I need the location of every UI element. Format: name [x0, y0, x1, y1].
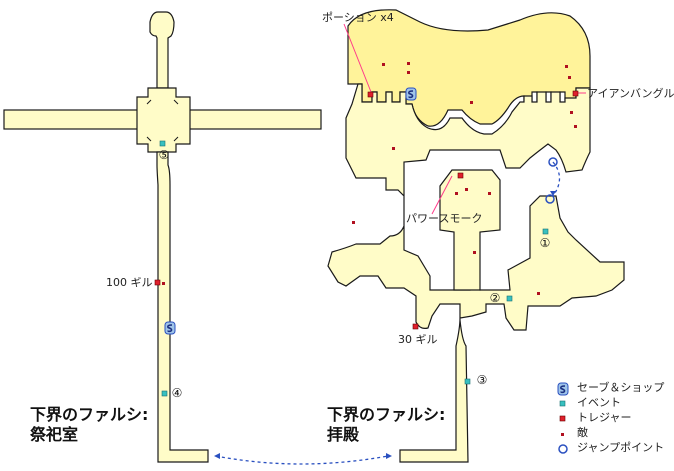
leader-lines	[343, 23, 586, 215]
jump-links	[215, 161, 561, 465]
save-point-shrine	[164, 321, 176, 335]
enemy-dot	[407, 71, 410, 74]
area-title-shrine-line1: 下界のファルシ:	[30, 405, 149, 424]
jump-point	[548, 157, 558, 167]
map-legend: セーブ＆ショップ イベント トレジャー 敵 ジャンプポイント	[557, 381, 673, 456]
jump-point	[545, 194, 555, 204]
legend-jump-point: ジャンプポイント	[557, 441, 673, 456]
save-points	[164, 87, 417, 335]
treasure-iron-bangle	[572, 90, 579, 97]
event-point	[159, 140, 166, 147]
treasure-100-gil	[154, 279, 161, 286]
legend-event: イベント	[557, 396, 673, 411]
shrine-top-room	[149, 11, 175, 89]
legend-treasure-label: トレジャー	[577, 411, 632, 424]
legend-treasure: トレジャー	[557, 411, 673, 426]
enemy-dot	[537, 292, 540, 295]
enemies	[162, 62, 577, 295]
label-30-gil: 30 ギル	[398, 333, 438, 346]
legend-save-shop-label: セーブ＆ショップ	[577, 381, 665, 394]
marker-4: ④	[171, 386, 183, 400]
label-potion: ポーション x4	[322, 11, 394, 24]
event-point	[542, 228, 549, 235]
save-point-hall	[405, 87, 417, 101]
hall-lower-floor	[327, 83, 625, 463]
treasures	[154, 90, 579, 330]
event-point	[464, 378, 471, 385]
legend-save-icon	[557, 382, 569, 396]
legend-treasure-icon	[559, 415, 566, 422]
treasure-power-smoke	[457, 172, 464, 179]
area-title-hall-line2: 拝殿	[327, 425, 360, 444]
treasure-30-gil	[412, 323, 419, 330]
event-point	[161, 390, 168, 397]
enemy-dot	[407, 62, 410, 65]
area-title-shrine-line2: 祭祀室	[30, 425, 79, 444]
jump-link-arrowheads	[214, 191, 556, 459]
area-title-hall: 下界のファルシ: 拝殿	[327, 405, 445, 445]
hub-decor	[146, 99, 179, 142]
jump-points	[545, 157, 558, 204]
shrine-hub	[136, 87, 191, 153]
marker-5: ⑤	[158, 148, 170, 162]
area-title-hall-line1: 下界のファルシ:	[327, 405, 446, 424]
shrine-map	[3, 11, 322, 463]
jump-link-hall	[552, 161, 561, 197]
enemy-dot	[574, 125, 577, 128]
legend-event-label: イベント	[577, 396, 621, 409]
events	[159, 140, 549, 397]
marker-1: ①	[539, 236, 551, 250]
legend-jump-point-label: ジャンプポイント	[577, 441, 665, 454]
legend-icons	[557, 382, 569, 454]
hall-central-room	[439, 169, 501, 291]
legend-enemy: 敵	[557, 426, 673, 441]
legend-event-icon	[559, 400, 566, 407]
enemy-dot	[392, 147, 395, 150]
enemy-dot	[570, 111, 573, 114]
enemy-dot	[382, 63, 385, 66]
legend-jump-icon	[558, 444, 568, 454]
label-power-smoke: パワースモーク	[406, 212, 483, 225]
enemy-dot	[568, 76, 571, 79]
label-iron-bangle: アイアンバングル	[587, 87, 674, 100]
enemy-dot	[352, 221, 355, 224]
area-title-shrine: 下界のファルシ: 祭祀室	[30, 405, 148, 445]
marker-2: ②	[489, 291, 501, 305]
treasure-potion	[367, 91, 374, 98]
legend-enemy-icon	[561, 433, 564, 436]
enemy-dot	[470, 101, 473, 104]
marker-3: ③	[476, 373, 488, 387]
enemy-dot	[565, 65, 568, 68]
enemy-dot	[162, 282, 165, 285]
event-point	[506, 295, 513, 302]
legend-enemy-label: 敵	[577, 426, 588, 439]
legend-save-shop: セーブ＆ショップ	[557, 381, 673, 396]
shrine-south-corridor	[156, 151, 209, 463]
label-100-gil: 100 ギル	[106, 276, 153, 289]
enemy-dot	[465, 188, 468, 191]
enemy-dot	[488, 192, 491, 195]
enemy-dot	[473, 251, 476, 254]
jump-link-between-maps	[215, 455, 389, 465]
enemy-dot	[455, 192, 458, 195]
